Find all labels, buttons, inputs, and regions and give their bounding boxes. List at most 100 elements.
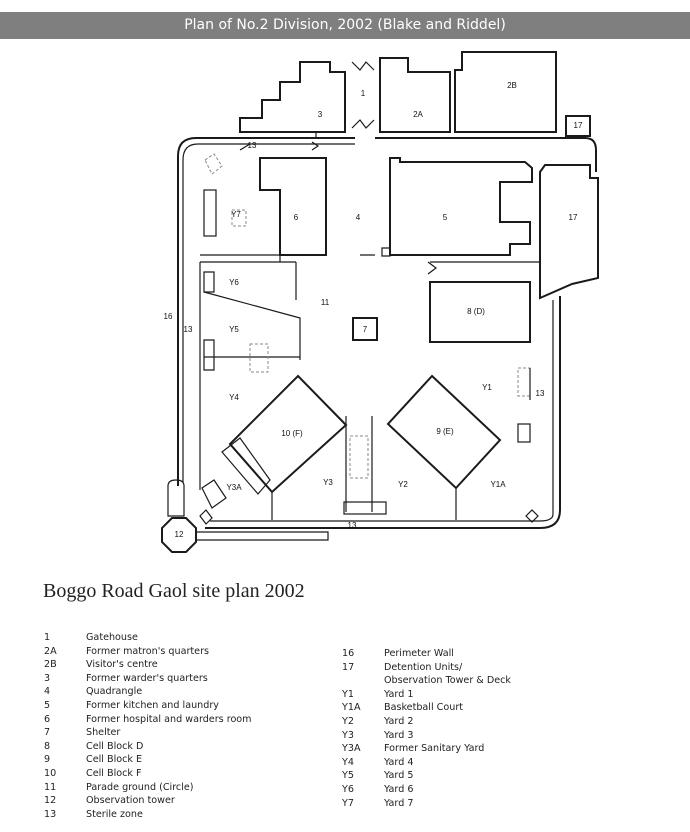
legend-code: Y3	[342, 729, 354, 741]
label-13-bottom: 13	[348, 521, 357, 530]
label-y3a: Y3A	[226, 483, 242, 492]
legend-row: 11 Parade ground (Circle)	[44, 781, 324, 795]
legend-code: Y6	[342, 783, 354, 795]
legend-row: Y6 Yard 6	[342, 783, 672, 797]
label-y5: Y5	[229, 325, 239, 334]
legend-code: 4	[44, 686, 51, 698]
label-17-box: 17	[574, 121, 583, 130]
legend-row: 2A Former matron's quarters	[44, 645, 324, 659]
legend-desc: Perimeter Wall	[384, 648, 454, 659]
legend-code: Y4	[342, 756, 354, 768]
cell-block-d	[429, 281, 531, 343]
legend-row: 8 Cell Block D	[44, 740, 324, 754]
label-13-top: 13	[248, 141, 257, 150]
legend-code: 12	[44, 795, 57, 807]
legend-desc: Yard 4	[384, 756, 414, 768]
building-17-detention-box	[565, 115, 591, 137]
legend-row: Y1 Yard 1	[342, 688, 672, 702]
legend-code: 5	[44, 699, 51, 711]
legend-desc: Yard 7	[384, 797, 414, 809]
building-3-warders-quarters	[239, 61, 346, 133]
legend-desc: Yard 2	[384, 715, 414, 727]
label-7: 7	[363, 325, 368, 334]
legend-code: 2A	[44, 645, 57, 657]
label-10: 10 (F)	[281, 429, 303, 438]
legend-desc: Former hospital and warders room	[86, 713, 252, 725]
legend-desc: Cell Block D	[86, 740, 144, 752]
label-4: 4	[356, 213, 361, 222]
label-y2: Y2	[398, 480, 408, 489]
legend-desc: Former kitchen and laundry	[86, 699, 219, 711]
legend-desc: Yard 1	[384, 688, 414, 700]
legend-row: 10 Cell Block F	[44, 767, 324, 781]
label-9: 9 (E)	[436, 427, 454, 436]
label-2a: 2A	[413, 110, 423, 119]
label-y4: Y4	[229, 393, 239, 402]
observation-tower	[161, 517, 197, 553]
legend-desc: Yard 3	[384, 729, 414, 741]
building-17-detention-units	[539, 164, 599, 300]
legend-code: 16	[342, 648, 355, 659]
plan-banner: Plan of No.2 Division, 2002 (Blake and R…	[0, 12, 690, 39]
legend-desc: Visitor's centre	[86, 659, 158, 671]
legend-code: Y5	[342, 770, 354, 782]
legend-row: 17 Detention Units/	[342, 661, 672, 675]
label-1: 1	[361, 89, 366, 98]
legend-code: 8	[44, 740, 51, 752]
legend-code: 9	[44, 754, 51, 766]
legend-row: Y1A Basketball Court	[342, 701, 672, 715]
legend-code: Y7	[342, 797, 354, 809]
label-12: 12	[175, 530, 184, 539]
legend-row: 2B Visitor's centre	[44, 658, 324, 672]
label-2b: 2B	[507, 81, 517, 90]
legend-desc: Cell Block F	[86, 767, 142, 779]
label-13-left: 13	[184, 325, 193, 334]
legend-desc: Basketball Court	[384, 702, 464, 714]
legend-row: Y7 Yard 7	[342, 797, 672, 811]
legend-row: Observation Tower & Deck	[342, 674, 672, 688]
legend-desc: Gatehouse	[86, 632, 138, 643]
legend-desc: Yard 6	[384, 783, 414, 795]
legend-desc: Observation tower	[86, 795, 175, 807]
legend-row: Y3 Yard 3	[342, 729, 672, 743]
legend-code: 11	[44, 781, 57, 793]
building-2b-visitors-centre	[454, 51, 557, 133]
legend-row: 3 Former warder's quarters	[44, 672, 324, 686]
perimeter-wall	[177, 137, 597, 529]
building-6-hospital	[259, 157, 327, 256]
label-y3: Y3	[323, 478, 333, 487]
label-y7: Y7	[231, 210, 241, 219]
legend-row: Y4 Yard 4	[342, 756, 672, 770]
legend-code: 13	[44, 808, 57, 820]
site-plan: 1 2A 2B 3 13 17 Y7 6 4 5 17 Y6 11 8 (D) …	[161, 51, 599, 553]
legend-desc: Detention Units/	[384, 661, 463, 673]
legend-right: 16 Perimeter Wall 17 Detention Units/Observ…	[342, 647, 672, 810]
label-y1a: Y1A	[490, 480, 506, 489]
legend-code: 2B	[44, 659, 57, 671]
legend-desc: Sterile zone	[86, 808, 143, 820]
label-y1: Y1	[482, 383, 492, 392]
label-6: 6	[294, 213, 299, 222]
legend-code: Y1	[342, 688, 354, 700]
legend-code: Y1A	[342, 702, 361, 714]
label-8: 8 (D)	[467, 307, 485, 316]
legend-code: 10	[44, 767, 57, 779]
legend-row: 12 Observation tower	[44, 794, 324, 808]
legend-desc: Parade ground (Circle)	[86, 781, 194, 793]
shelter-7	[352, 317, 378, 341]
legend-code: 3	[44, 672, 51, 684]
legend-desc: Former matron's quarters	[86, 645, 210, 657]
label-y6: Y6	[229, 278, 239, 287]
legend-code: 17	[342, 661, 355, 673]
legend-desc: Former warder's quarters	[86, 672, 208, 684]
label-3: 3	[318, 110, 323, 119]
legend-row: 13 Sterile zone	[44, 808, 324, 822]
